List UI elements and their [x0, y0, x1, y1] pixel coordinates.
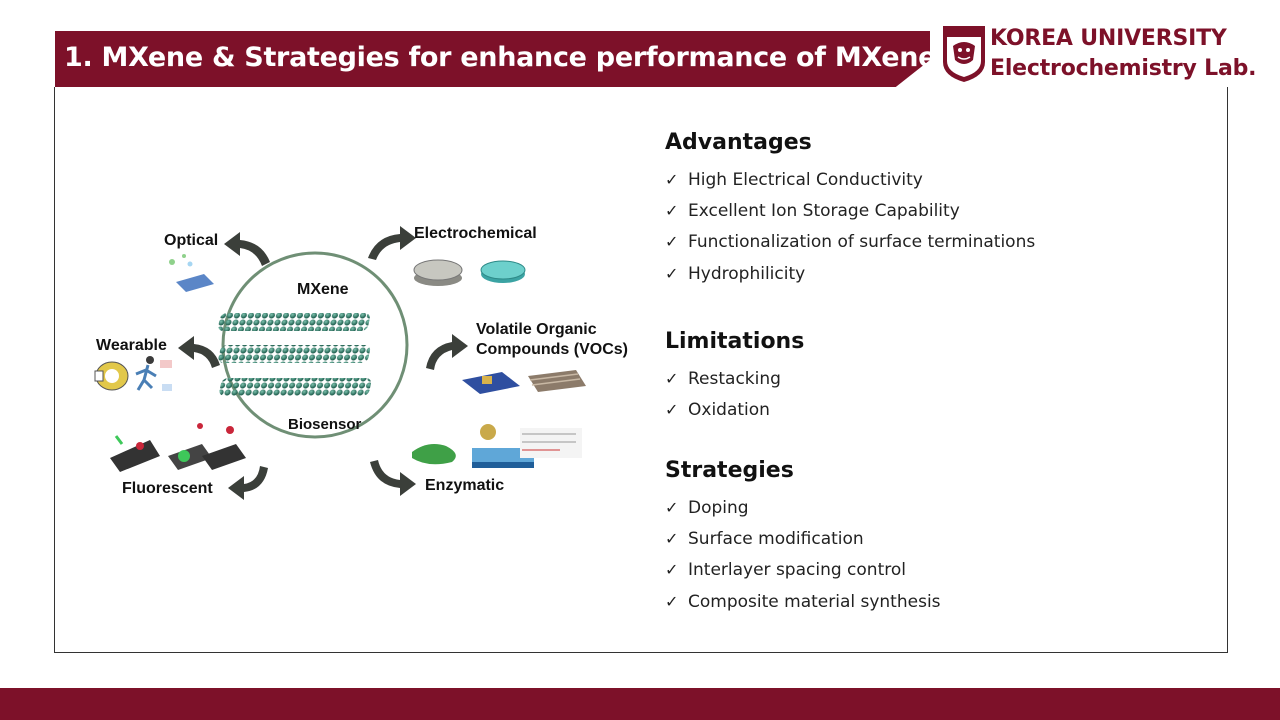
list-item: ✓High Electrical Conductivity	[665, 164, 1035, 195]
title-banner	[55, 31, 930, 89]
diagram-graphics	[94, 226, 586, 500]
list-item: ✓Oxidation	[665, 394, 781, 425]
fluorescent-illustration-icon	[110, 423, 246, 472]
check-icon: ✓	[665, 201, 679, 221]
strategies-list: ✓Doping ✓Surface modification ✓Interlaye…	[665, 492, 941, 617]
center-label-mxene: MXene	[297, 281, 349, 298]
arrow-voc-icon	[426, 334, 468, 370]
label-electrochemical: Electrochemical	[414, 225, 537, 242]
logo-lab-name: Electrochemistry Lab.	[990, 56, 1257, 81]
arrow-fluorescent-icon	[228, 466, 268, 500]
voc-illustration-icon	[462, 370, 586, 394]
advantages-heading: Advantages	[665, 130, 812, 155]
check-icon: ✓	[665, 498, 679, 517]
strategies-heading: Strategies	[665, 458, 794, 483]
label-voc-line1: Volatile Organic	[476, 321, 597, 338]
advantages-list: ✓High Electrical Conductivity ✓Excellent…	[665, 164, 1035, 289]
label-optical: Optical	[164, 232, 219, 249]
check-icon: ✓	[665, 400, 679, 420]
center-label-biosensor: Biosensor	[288, 416, 362, 433]
list-item: ✓Interlayer spacing control	[665, 554, 941, 585]
check-icon: ✓	[665, 529, 679, 549]
limitations-list: ✓Restacking ✓Oxidation	[665, 363, 781, 425]
arrow-electrochemical-icon	[368, 226, 416, 260]
check-icon: ✓	[665, 232, 679, 252]
label-enzymatic: Enzymatic	[425, 477, 505, 494]
check-icon: ✓	[665, 263, 679, 283]
label-voc-line2: Compounds (VOCs)	[476, 341, 628, 358]
logo-university-name: KOREA UNIVERSITY	[990, 26, 1227, 51]
label-wearable: Wearable	[96, 337, 167, 354]
check-icon: ✓	[665, 560, 679, 580]
arrow-optical-icon	[224, 232, 270, 266]
list-item: ✓Functionalization of surface terminatio…	[665, 226, 1035, 257]
footer-bar	[0, 688, 1280, 720]
arrows	[178, 226, 468, 500]
list-item: ✓Excellent Ion Storage Capability	[665, 195, 1035, 226]
arrow-enzymatic-icon	[370, 460, 416, 496]
enzymatic-illustration-icon	[412, 424, 582, 468]
wearable-illustration-icon	[94, 356, 172, 391]
check-icon: ✓	[665, 591, 679, 611]
list-item: ✓Restacking	[665, 363, 781, 394]
list-item: ✓Surface modification	[665, 523, 941, 554]
label-fluorescent: Fluorescent	[122, 480, 213, 497]
list-item: ✓Hydrophilicity	[665, 258, 1035, 289]
list-item: ✓Doping	[665, 492, 941, 523]
limitations-heading: Limitations	[665, 329, 805, 354]
list-item: ✓Composite material synthesis	[665, 586, 941, 617]
check-icon: ✓	[665, 369, 679, 388]
check-icon: ✓	[665, 170, 679, 189]
mxene-layers-icon	[218, 313, 372, 396]
university-seal-icon	[943, 26, 985, 82]
electrochemical-illustration-icon	[413, 259, 526, 286]
mxene-biosensor-diagram: MXene Biosensor Optical Electrochemical …	[90, 200, 650, 520]
page-title: 1. MXene & Strategies for enhance perfor…	[64, 42, 937, 73]
arrow-wearable-icon	[178, 336, 220, 368]
optical-illustration-icon	[169, 254, 214, 292]
